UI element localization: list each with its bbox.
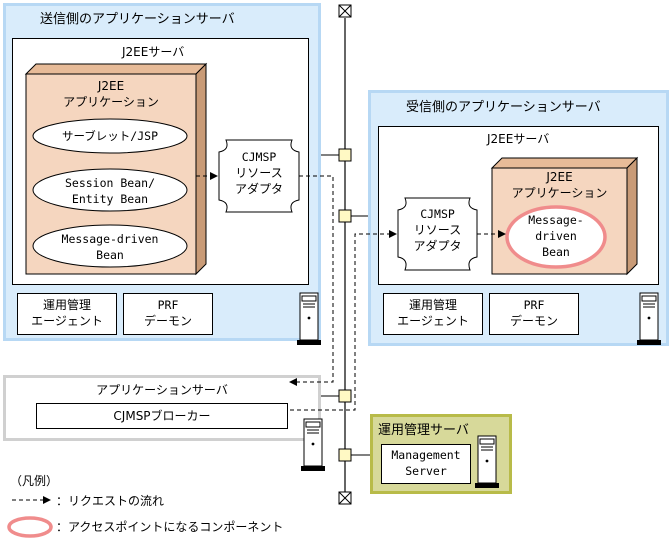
receiver-mdb-label-2: driven [535,229,577,243]
server-icon-sender [297,292,321,345]
receiver-j2ee-app-label-2: アプリケーション [511,186,608,200]
sender-adapter-label-2: リソース [235,166,283,180]
mgmt-server-label-2: Server [405,464,447,478]
sender-prf-box [123,293,213,335]
sender-agent-label-1: 運用管理 [42,298,91,312]
receiver-prf-label-2: デーモン [509,314,558,328]
sender-j2ee-app-label-2: アプリケーション [63,95,159,109]
sender-j2ee-app-label-1: J2EE [97,79,125,93]
legend-request-flow-label: ：リクエストの流れ [56,494,165,508]
sender-agent-box [17,293,117,335]
legend-title: （凡例） [10,474,59,488]
receiver-agent-box [383,293,483,335]
receiver-adapter-label-3: アダプタ [413,239,462,253]
receiver-prf-box [489,293,579,335]
sender-adapter-label-1: CJMSP [241,150,277,164]
session-entity-bean-component [32,168,188,212]
message-driven-bean-component [32,224,188,268]
sender-adapter-label-3: アダプタ [234,182,283,196]
receiver-adapter-label-2: リソース [413,223,462,237]
sender-agent-label-2: エージェント [31,314,103,328]
server-icon-mgmt [475,435,499,488]
broker-label: CJMSPブローカー [113,409,211,423]
sender-mdb-label-1: Message-driven [61,232,159,246]
receiver-mdb-label-3: Bean [542,245,570,259]
flow-adapter-to-broker [289,175,334,386]
flow-broker-to-receiver-adapter [290,230,397,411]
network-port-mgmt [338,448,352,462]
servlet-jsp-component [32,118,188,154]
legend-access-point-icon [7,516,53,538]
sender-prf-label-2: デーモン [143,314,192,328]
server-icon-broker [301,418,325,471]
sender-panel-title: 送信側のアプリケーションサーバ [40,12,235,27]
server-icon-receiver [637,292,661,345]
mgmt-server-box [381,444,471,484]
receiver-agent-label-2: エージェント [397,314,469,328]
session-bean-label-2: Entity Bean [71,192,149,206]
network-port-sender [338,148,352,162]
network-port-broker [338,389,352,403]
receiver-prf-label-1: PRF [523,298,545,312]
receiver-j2ee-app-label-1: J2EE [546,170,573,184]
legend-access-point-label: ：アクセスポイントになるコンポーネント [56,520,284,534]
session-bean-label-1: Session Bean/ [64,176,155,190]
network-terminator-bottom [338,491,352,505]
sender-mdb-label-2: Bean [96,248,124,262]
receiver-mdb-label-1: Message- [528,213,584,227]
receiver-agent-label-1: 運用管理 [408,298,457,312]
mgmt-server-label-1: Management [391,448,461,462]
receiver-panel-title: 受信側のアプリケーションサーバ [406,100,601,115]
network-terminator-top [338,4,352,18]
receiver-adapter-label-1: CJMSP [420,207,455,221]
receiver-mdb-access-point [505,205,607,269]
broker-box [36,403,288,429]
sender-prf-label-1: PRF [157,298,179,312]
sender-j2ee-server-label: J2EEサーバ [122,45,185,59]
mgmt-panel-title: 運用管理サーバ [378,423,469,438]
receiver-j2ee-server-label: J2EEサーバ [487,132,550,146]
network-port-receiver [338,209,352,223]
broker-panel-title: アプリケーションサーバ [96,383,228,397]
servlet-jsp-label: サーブレット/JSP [61,129,158,143]
